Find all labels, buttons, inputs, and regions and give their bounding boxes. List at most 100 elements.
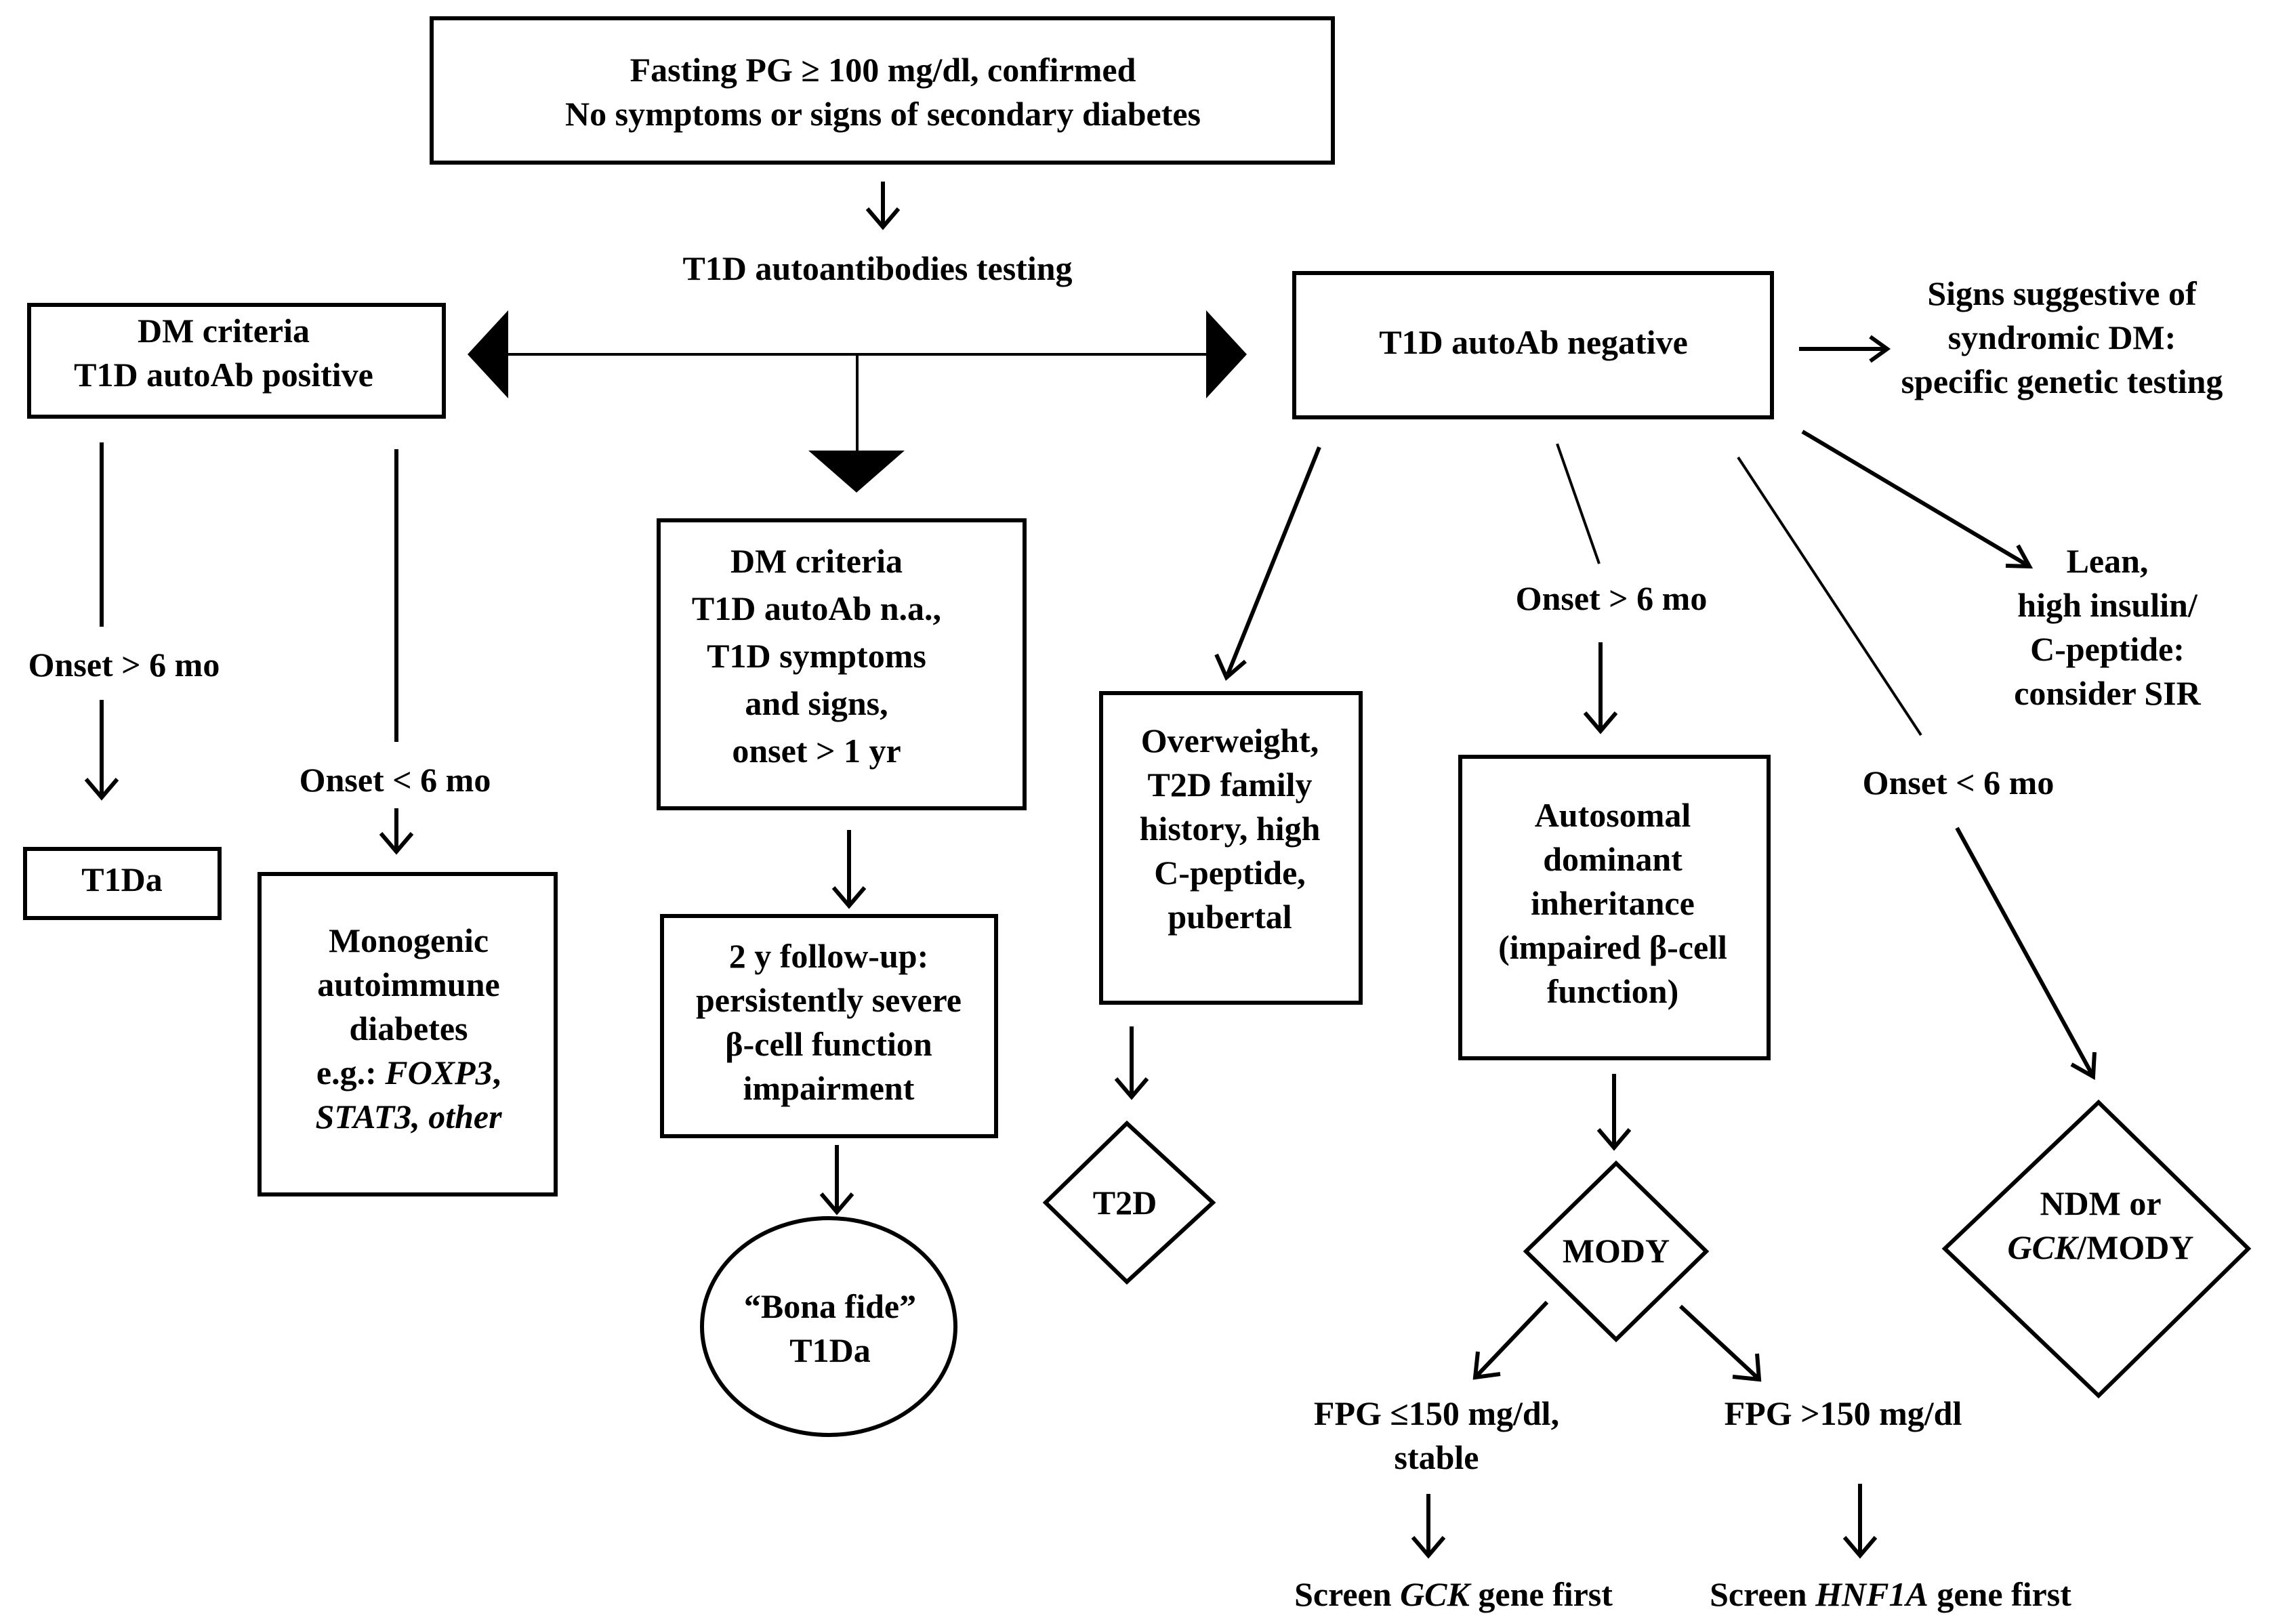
na-text: DM criteria T1D autoAb n.a., T1D symptom… bbox=[692, 542, 941, 770]
screen-gck-gene: GCK bbox=[1400, 1575, 1472, 1613]
arrow-negative-to-overweight bbox=[1214, 446, 1321, 681]
autosomal-box bbox=[1458, 755, 1771, 1060]
start-box bbox=[430, 16, 1335, 165]
autosomal-line3: inheritance bbox=[1531, 884, 1695, 922]
monogenic-line3: diabetes bbox=[350, 1009, 468, 1047]
t1da-box bbox=[23, 847, 222, 920]
na-line2: T1D autoAb n.a., bbox=[692, 589, 941, 627]
arrow-negative-to-syndromic bbox=[1799, 335, 1891, 363]
start-line1: Fasting PG ≥ 100 mg/dl, confirmed bbox=[630, 51, 1136, 89]
t2d-diamond bbox=[1042, 1120, 1216, 1285]
arrow-negative-to-autosomal bbox=[1556, 443, 1618, 734]
followup-box bbox=[660, 914, 998, 1138]
bona-fide-line2: T1Da bbox=[789, 1331, 870, 1369]
overweight-line3: history, high bbox=[1140, 810, 1321, 848]
bona-fide-ellipse bbox=[700, 1216, 957, 1437]
na-line1: DM criteria bbox=[730, 542, 903, 580]
arrow-start-to-testing bbox=[865, 182, 901, 230]
lean-line3: C-peptide: bbox=[2030, 630, 2185, 668]
followup-line2: persistently severe bbox=[696, 981, 962, 1019]
autosomal-line5: function) bbox=[1547, 972, 1678, 1010]
testing-label: T1D autoantibodies testing bbox=[682, 249, 1072, 287]
arrow-fpg-high-to-screen-hnf1a bbox=[1842, 1484, 1878, 1559]
screen-hnf1a: Screen HNF1A gene first bbox=[1710, 1575, 2071, 1613]
lean-text: Lean, high insulin/ C-peptide: consider … bbox=[2014, 542, 2201, 712]
autosomal-text: Autosomal dominant inheritance (impaired… bbox=[1498, 796, 1727, 1010]
followup-line3: β-cell function bbox=[725, 1025, 932, 1063]
ndm-gck: GCK bbox=[2007, 1228, 2079, 1266]
arrow-autosomal-to-mody bbox=[1596, 1074, 1632, 1151]
lean-line4: consider SIR bbox=[2014, 674, 2201, 712]
monogenic-line4: e.g.: FOXP3, bbox=[316, 1054, 501, 1091]
negative-label: T1D autoAb negative bbox=[1379, 323, 1688, 361]
bona-fide-text: “Bona fide” T1Da bbox=[744, 1287, 916, 1369]
arrow-followup-to-bona-fide bbox=[819, 1145, 854, 1215]
onset-lt6-right: Onset < 6 mo bbox=[1863, 764, 2055, 801]
syndromic-text: Signs suggestive of syndromic DM: specif… bbox=[1901, 274, 2223, 400]
monogenic-line5: STAT3, other bbox=[315, 1098, 502, 1136]
negative-box bbox=[1292, 271, 1774, 419]
na-line3: T1D symptoms bbox=[707, 637, 926, 675]
monogenic-eg: e.g.: bbox=[316, 1054, 385, 1091]
bona-fide-line1: “Bona fide” bbox=[744, 1287, 916, 1325]
arrow-positive-to-t1da bbox=[84, 442, 119, 801]
mody-diamond bbox=[1523, 1160, 1710, 1343]
t2d-label: T2D bbox=[1093, 1184, 1157, 1222]
monogenic-box bbox=[257, 872, 558, 1196]
arrow-na-to-followup bbox=[831, 830, 867, 909]
monogenic-text: Monogenic autoimmune diabetes e.g.: FOXP… bbox=[315, 921, 502, 1136]
fpg-low-line1: FPG ≤150 mg/dl, bbox=[1314, 1394, 1559, 1432]
fpg-low-line2: stable bbox=[1395, 1438, 1479, 1476]
screen-gck-suffix: gene first bbox=[1470, 1575, 1613, 1613]
arrow-overweight-to-t2d bbox=[1114, 1026, 1149, 1100]
screen-hnf1a-gene: HNF1A bbox=[1815, 1575, 1928, 1613]
overweight-line2: T2D family bbox=[1147, 766, 1312, 804]
followup-line1: 2 y follow-up: bbox=[729, 937, 928, 975]
screen-hnf1a-prefix: Screen bbox=[1710, 1575, 1815, 1613]
na-line4: and signs, bbox=[745, 684, 888, 722]
monogenic-sep: , bbox=[493, 1054, 501, 1091]
ndm-diamond bbox=[1941, 1099, 2252, 1399]
autosomal-line4: (impaired β-cell bbox=[1498, 928, 1727, 966]
lean-line2: high insulin/ bbox=[2017, 586, 2198, 624]
positive-line2: T1D autoAb positive bbox=[74, 356, 373, 394]
fpg-high-label: FPG >150 mg/dl bbox=[1725, 1394, 1962, 1432]
followup-line4: impairment bbox=[743, 1069, 915, 1107]
ndm-line1: NDM or bbox=[2040, 1184, 2161, 1222]
monogenic-line2: autoimmune bbox=[317, 965, 499, 1003]
na-box bbox=[657, 518, 1027, 810]
autosomal-line2: dominant bbox=[1543, 840, 1683, 878]
monogenic-stat3: STAT3 bbox=[315, 1098, 411, 1136]
lean-line1: Lean, bbox=[2067, 542, 2149, 580]
autosomal-line1: Autosomal bbox=[1535, 796, 1691, 834]
arrow-negative-to-lean bbox=[1801, 430, 2034, 569]
arrow-negative-to-ndm bbox=[1737, 456, 2097, 1080]
start-text: Fasting PG ≥ 100 mg/dl, confirmed No sym… bbox=[565, 51, 1201, 133]
overweight-box bbox=[1099, 691, 1363, 1005]
ndm-mody: /MODY bbox=[2076, 1228, 2193, 1266]
syndromic-line2: syndromic DM: bbox=[1948, 318, 2176, 356]
t1da-label: T1Da bbox=[81, 860, 162, 898]
ndm-line2: GCK/MODY bbox=[2007, 1228, 2193, 1266]
positive-box bbox=[27, 303, 446, 419]
monogenic-line1: Monogenic bbox=[329, 921, 489, 959]
arrow-mody-to-fpg-high bbox=[1678, 1304, 1762, 1382]
overweight-line5: pubertal bbox=[1168, 898, 1292, 936]
onset-gt6-left: Onset > 6 mo bbox=[28, 646, 220, 684]
na-line5: onset > 1 yr bbox=[732, 732, 901, 770]
monogenic-other: , other bbox=[410, 1098, 502, 1136]
onset-gt6-right: Onset > 6 mo bbox=[1516, 579, 1708, 617]
overweight-line4: C-peptide, bbox=[1154, 854, 1306, 892]
overweight-line1: Overweight, bbox=[1141, 722, 1319, 759]
followup-text: 2 y follow-up: persistently severe β-cel… bbox=[696, 937, 962, 1107]
overweight-text: Overweight, T2D family history, high C-p… bbox=[1140, 722, 1321, 936]
arrow-mody-to-fpg-low bbox=[1472, 1300, 1549, 1380]
onset-lt6-left: Onset < 6 mo bbox=[300, 761, 491, 799]
screen-gck: Screen GCK gene first bbox=[1294, 1575, 1613, 1613]
positive-line1: DM criteria bbox=[138, 312, 310, 350]
screen-hnf1a-suffix: gene first bbox=[1928, 1575, 2071, 1613]
positive-text: DM criteria T1D autoAb positive bbox=[74, 312, 373, 394]
screen-gck-prefix: Screen bbox=[1294, 1575, 1400, 1613]
arrow-fpg-low-to-screen-gck bbox=[1411, 1494, 1446, 1559]
